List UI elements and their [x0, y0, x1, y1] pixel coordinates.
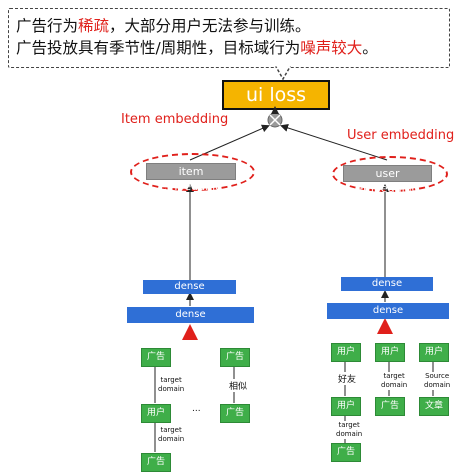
left-dense-bottom: dense — [127, 307, 254, 323]
right-ad-node-bottom: 广告 — [331, 443, 361, 462]
left-ellipsis: ... — [192, 404, 201, 414]
left-dense-top: dense — [143, 280, 236, 294]
right-dense-top: dense — [341, 277, 433, 291]
ui-loss-box: ui loss — [222, 80, 330, 110]
right-article-node: 文章 — [419, 397, 449, 416]
right-target-domain-label: target domain — [381, 372, 408, 390]
item-embedding-highlight — [130, 153, 255, 191]
right-user-node-1: 用户 — [331, 343, 361, 362]
callout-line-1: 广告行为稀疏，大部分用户无法参与训练。 — [16, 17, 311, 35]
left-user-node: 用户 — [141, 404, 171, 423]
right-ad-node: 广告 — [375, 397, 405, 416]
left-ad-node-right-bottom: 广告 — [220, 404, 250, 423]
callout-line-2: 广告投放具有季节性/周期性，目标域行为噪声较大。 — [16, 39, 378, 57]
item-embedding-box: item embedding — [146, 163, 236, 193]
right-user-node-3: 用户 — [419, 343, 449, 362]
combine-node — [267, 112, 283, 128]
right-user-node-4: 用户 — [331, 397, 361, 416]
left-ad-node-top: 广告 — [141, 348, 171, 367]
right-user-node-2: 用户 — [375, 343, 405, 362]
left-ad-node-right-top: 广告 — [220, 348, 250, 367]
item-embedding-title: Item embedding — [121, 112, 229, 127]
left-edge-label-2: target domain — [158, 426, 185, 443]
callout-box — [8, 8, 450, 68]
right-dense-bottom: dense — [327, 303, 449, 319]
right-friend-label: 好友 — [338, 372, 357, 385]
left-ad-node-bottom: 广告 — [141, 453, 171, 472]
user-embedding-box: user embedding — [343, 165, 432, 195]
right-source-domain-label: Source domain — [424, 372, 451, 390]
user-embedding-title: User embedding — [347, 128, 455, 143]
left-similar-label: 相似 — [229, 379, 248, 392]
left-edge-label-1: target domain — [158, 376, 185, 393]
right-bottom-target-domain-label: target domain — [336, 421, 363, 439]
user-embedding-highlight — [332, 156, 448, 192]
callout-tail — [275, 65, 291, 81]
